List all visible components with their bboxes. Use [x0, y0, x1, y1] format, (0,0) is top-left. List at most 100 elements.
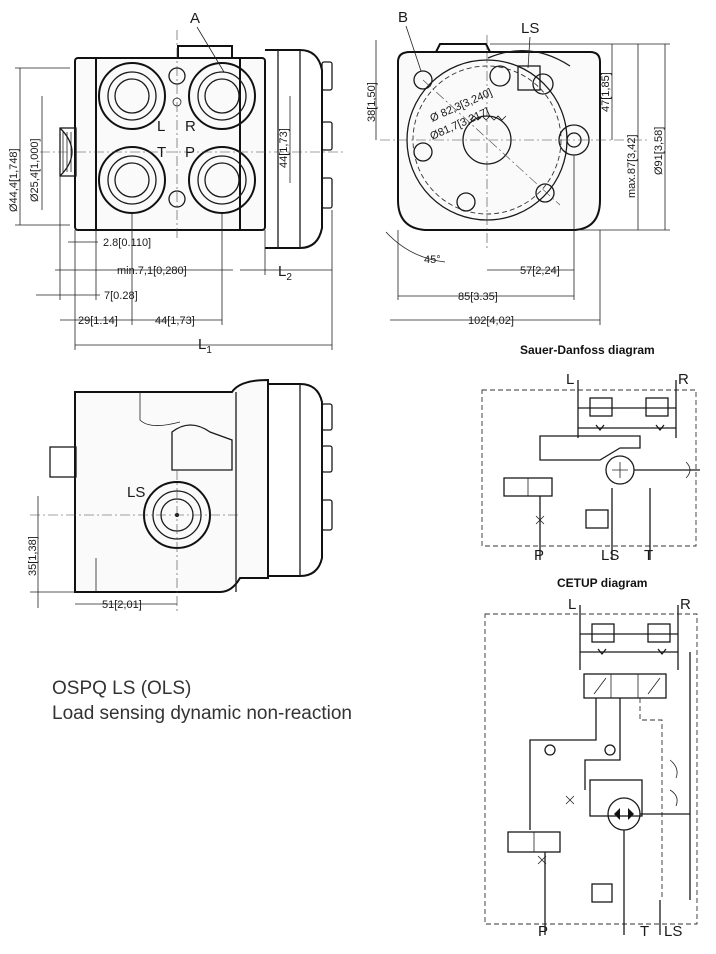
cetup-motor [607, 797, 641, 831]
top-boss [177, 45, 233, 58]
port-label-l: L [157, 118, 165, 135]
dim-h44: 44[1,73] [278, 128, 290, 168]
bolt-hole-4 [535, 183, 555, 203]
dim-85: 85[3.35] [458, 291, 498, 303]
cetup-main-spool [583, 673, 667, 699]
dim-35: 35[1,38] [27, 536, 39, 576]
bolt-head-1 [321, 403, 333, 431]
bolt-head-2 [321, 445, 333, 473]
end-plate-outline [397, 51, 601, 231]
cetup-label-ls: LS [664, 923, 682, 940]
cetup-motor-arrows [614, 808, 634, 820]
dim-d25-4: Ø25,4[1,000] [29, 138, 41, 202]
cetup-flow-2 [584, 698, 621, 790]
side-body-outline [74, 378, 269, 593]
leader-ls [527, 36, 531, 69]
side-view: LS 35[1,38] 51[2,01] [27, 378, 333, 612]
cetup-label-r: R [680, 596, 691, 613]
dim-l1: L1 [198, 336, 212, 356]
cetup-spool-arrows [593, 677, 661, 695]
cetup-node [544, 744, 556, 756]
sauer-relief-valve-2 [645, 397, 669, 417]
spline-teeth [469, 115, 507, 121]
dim-51: 51[2,01] [102, 599, 142, 611]
front-view: L R T P A Ø44,4[1,748] Ø25,4[1,000] 44[1… [8, 10, 345, 356]
leader-b [405, 25, 422, 72]
port-r [188, 62, 256, 130]
cetup-label-p: P [538, 923, 548, 940]
cetup-relief-valve-2 [647, 623, 671, 643]
bolt-head-3 [321, 499, 333, 531]
cetup-motor-box [589, 779, 643, 817]
cetup-rotation-marks [669, 759, 678, 807]
sauer-relief-valve-3 [585, 509, 609, 529]
sauer-label-l: L [566, 371, 574, 388]
sauer-label-r: R [678, 371, 689, 388]
cetup-orifice-1 [565, 795, 575, 805]
label-b: B [398, 9, 408, 26]
top-notch [435, 43, 491, 53]
cetup-diagram: L R P T LS [484, 596, 698, 940]
sauer-flow-path [539, 435, 641, 461]
dim-angle: 45° [424, 254, 441, 266]
cetup-relief-valve-3 [591, 883, 613, 903]
sauer-label-t: T [644, 547, 653, 564]
product-description: Load sensing dynamic non-reaction [52, 703, 352, 724]
sauer-diagram-title: Sauer-Danfoss diagram [520, 343, 655, 357]
leader-a [196, 26, 225, 73]
product-name: OSPQ LS (OLS) [52, 678, 192, 699]
valve-body-outline [74, 57, 266, 231]
port-l [98, 62, 166, 130]
dim-29: 29[1.14] [78, 315, 118, 327]
dim-d91: Ø91[3,58] [653, 127, 665, 175]
bolt-head-2 [321, 121, 333, 151]
side-shaft [49, 446, 77, 478]
dim-max87: max.87[3,42] [626, 134, 638, 198]
sauer-relief-valve-1 [589, 397, 613, 417]
cetup-relief-valve-1 [591, 623, 615, 643]
port-face-outline [95, 57, 241, 231]
ls-port [489, 65, 511, 87]
cetup-node [604, 744, 616, 756]
bolt-head-3 [321, 177, 333, 209]
sauer-motor-cross [612, 462, 628, 478]
dim-102: 102[4,02] [468, 315, 514, 327]
cetup-flow-1 [529, 698, 597, 830]
sauer-boundary [481, 389, 697, 547]
side-housing [268, 383, 323, 577]
port-label-t: T [157, 144, 166, 161]
bolt-hole-1 [413, 70, 433, 90]
port-label-p: P [185, 144, 195, 161]
dim-47: 47[1,85] [600, 72, 612, 112]
label-ls: LS [521, 20, 539, 37]
sauer-label-ls: LS [601, 547, 619, 564]
sauer-label-p: P [534, 547, 544, 564]
sauer-check-valves [595, 424, 665, 432]
bolt-hole-2 [413, 142, 433, 162]
angle-arc [385, 231, 446, 263]
cetup-boundary [484, 613, 698, 925]
dim-2-8: 2.8[0.110] [103, 237, 151, 249]
label-ls-side: LS [127, 484, 145, 501]
ls-boss [171, 424, 233, 471]
sauer-diagram: L R P LS T [481, 371, 700, 564]
dim-44: 44[1,73] [155, 315, 195, 327]
sauer-shaft-arrow [685, 461, 691, 479]
end-view: B LS Ø 82,3[3,240] Ø81,7[3,217] 38[1,50]… [366, 9, 670, 327]
bolt-hole-3 [456, 192, 476, 212]
bolt-head-1 [321, 61, 333, 91]
dim-d44-4: Ø44,4[1,748] [8, 148, 20, 212]
port-label-r: R [185, 118, 196, 135]
dim-57: 57[2,24] [520, 265, 560, 277]
centerline-diag [422, 79, 561, 206]
dim-l2: L2 [278, 263, 292, 283]
cetup-label-t: T [640, 923, 649, 940]
sauer-orifice [535, 515, 545, 525]
ls-arc [487, 49, 571, 67]
casting-line [139, 392, 181, 426]
label-a: A [190, 10, 200, 27]
cetup-diagram-title: CETUP diagram [557, 576, 648, 590]
cetup-label-l: L [568, 596, 576, 613]
cetup-pilot-line [639, 698, 663, 900]
